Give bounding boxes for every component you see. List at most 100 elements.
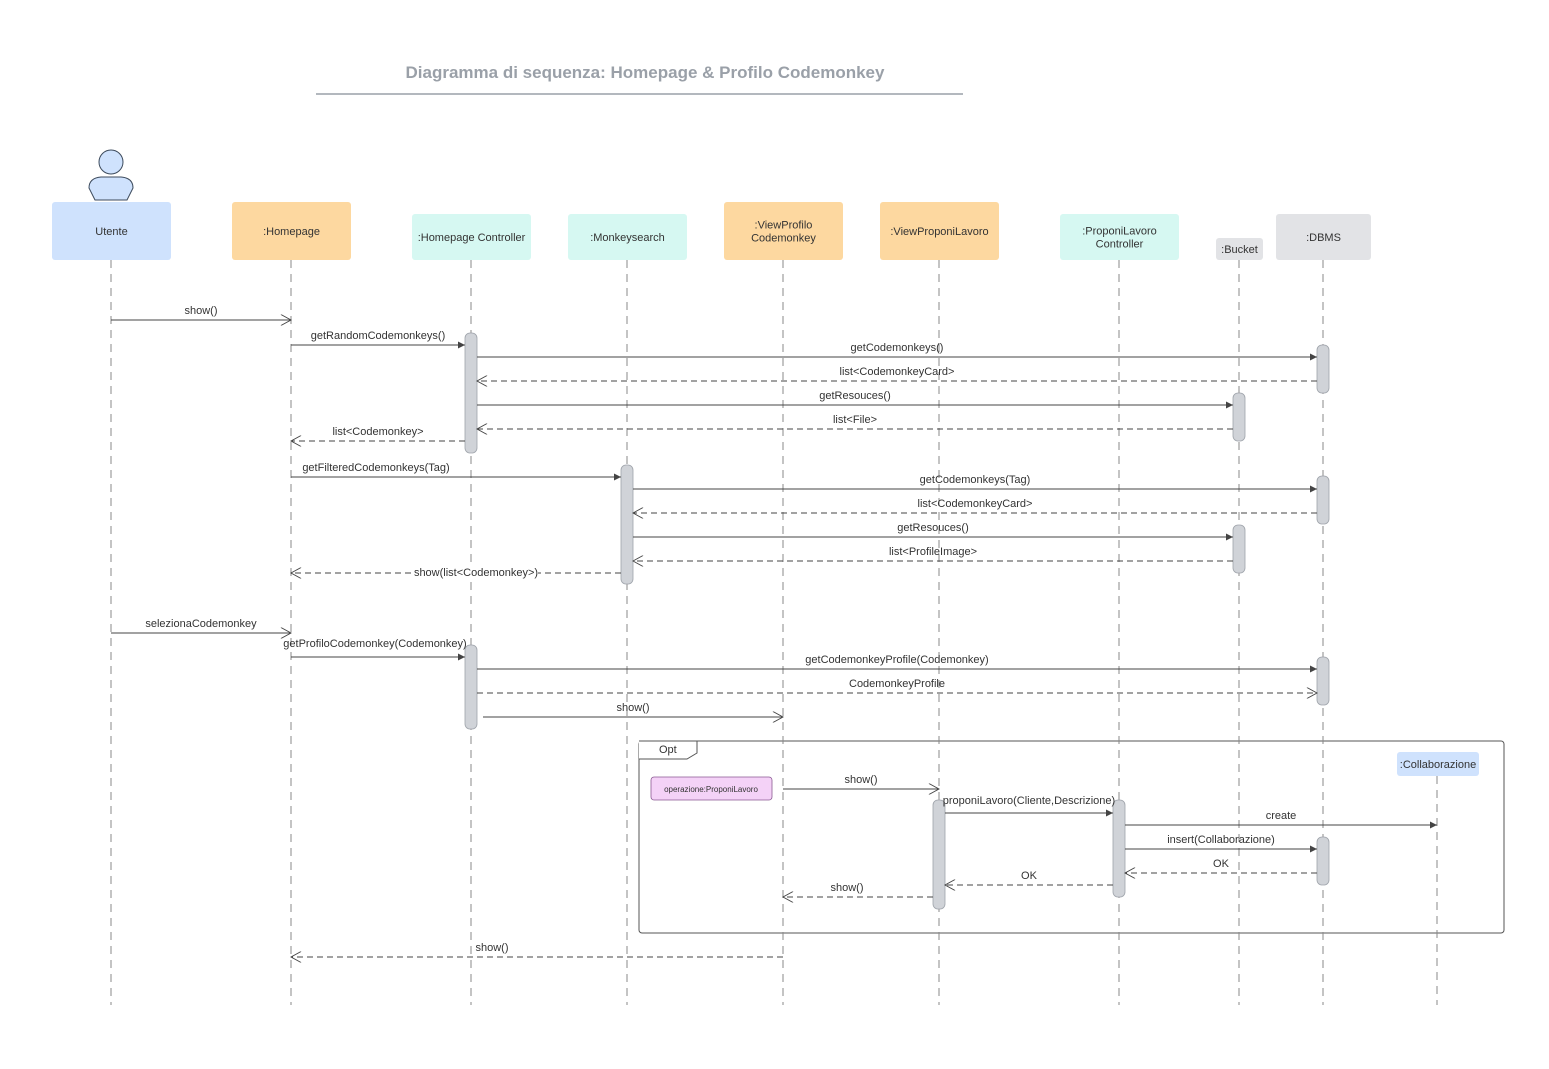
- participant-label: :Bucket: [1221, 244, 1258, 256]
- opt-operator-tab: [639, 740, 698, 760]
- message-arrow: list<CodemonkeyCard>: [633, 498, 1317, 513]
- participant-monkeysearch: :Monkeysearch: [568, 214, 687, 260]
- message-arrow: show(): [291, 942, 783, 957]
- message-label: show(list<Codemonkey>): [414, 567, 538, 579]
- participant-label: Controller: [1096, 239, 1144, 251]
- diagram-title: Diagramma di sequenza: Homepage & Profil…: [406, 63, 885, 82]
- participant-box: [568, 214, 687, 260]
- activation-bar: [1316, 475, 1330, 525]
- participant-homepage-controller: :Homepage Controller: [412, 214, 531, 260]
- message-label: getCodemonkeyProfile(Codemonkey): [805, 654, 988, 666]
- message-arrow: show(): [783, 882, 933, 897]
- message-arrow: getCodemonkeys(Tag): [633, 474, 1317, 493]
- message-arrow: OK: [945, 870, 1113, 885]
- message-label: list<Codemonkey>: [332, 426, 423, 438]
- activation-bar: [1316, 836, 1330, 886]
- participant-dbms: :DBMS: [1276, 214, 1371, 260]
- activation-bar: [932, 799, 946, 910]
- participant-label: :Monkeysearch: [590, 232, 665, 244]
- participant-label: :DBMS: [1306, 232, 1341, 244]
- message-arrow: list<ProfileImage>: [633, 546, 1233, 561]
- activation-bar: [464, 644, 478, 730]
- message-label: getCodemonkeys(): [851, 342, 944, 354]
- participant-homepage: :Homepage: [232, 202, 351, 260]
- message-label: getRandomCodemonkeys(): [311, 330, 446, 342]
- message-label: proponiLavoro(Cliente,Descrizione): [943, 795, 1115, 807]
- message-arrow: show(): [483, 702, 783, 717]
- message-arrow: OK: [1125, 858, 1317, 873]
- message-label: show(): [830, 882, 863, 894]
- activation-bar: [620, 464, 634, 585]
- participant-label: Codemonkey: [751, 233, 816, 245]
- message-label: selezionaCodemonkey: [145, 618, 257, 630]
- message-arrow: insert(Collaborazione): [1125, 834, 1317, 853]
- message-label: getResouces(): [897, 522, 969, 534]
- message-label: getCodemonkeys(Tag): [920, 474, 1031, 486]
- message-label: show(): [616, 702, 649, 714]
- message-arrow: list<CodemonkeyCard>: [477, 366, 1317, 381]
- activation-bar: [1232, 524, 1246, 574]
- message-label: OK: [1213, 858, 1230, 870]
- message-arrow: getResouces(): [477, 390, 1233, 409]
- participant-label: :Collaborazione: [1400, 759, 1476, 771]
- message-arrow: list<File>: [477, 414, 1233, 429]
- participant-collaborazione: :Collaborazione: [1397, 752, 1479, 776]
- participant-label: :ViewProfilo: [755, 220, 813, 232]
- message-label: list<ProfileImage>: [889, 546, 977, 558]
- participant-box: [1276, 214, 1371, 260]
- message-arrow: getRandomCodemonkeys(): [291, 330, 465, 349]
- participant-box: [880, 202, 999, 260]
- participant-box: [724, 202, 843, 260]
- message-label: list<CodemonkeyCard>: [918, 498, 1033, 510]
- participant-box: [1060, 214, 1179, 260]
- activation-bar: [1316, 656, 1330, 706]
- message-arrow: getCodemonkeys(): [477, 342, 1317, 361]
- message-label: CodemonkeyProfile: [849, 678, 945, 690]
- message-arrow: show(): [111, 305, 291, 320]
- participant-box: [1397, 752, 1479, 776]
- activation-bar: [1316, 344, 1330, 394]
- message-label: OK: [1021, 870, 1038, 882]
- user-icon: [88, 149, 134, 201]
- message-arrow: CodemonkeyProfile: [477, 678, 1317, 693]
- operation-note: operazione:ProponiLavoro: [664, 785, 758, 794]
- activation-bar: [1232, 392, 1246, 442]
- message-label: list<CodemonkeyCard>: [840, 366, 955, 378]
- participant-box: [52, 202, 171, 260]
- message-arrow: getFilteredCodemonkeys(Tag): [291, 462, 621, 481]
- message-arrow: show(): [783, 774, 939, 789]
- message-label: insert(Collaborazione): [1167, 834, 1275, 846]
- participant-label: :Homepage: [263, 226, 320, 238]
- message-label: getProfiloCodemonkey(Codemonkey): [283, 638, 466, 650]
- message-label: show(): [475, 942, 508, 954]
- message-arrow: proponiLavoro(Cliente,Descrizione): [943, 795, 1115, 817]
- participant-utente: Utente: [52, 149, 171, 260]
- participant-label: :Homepage Controller: [418, 232, 526, 244]
- message-label: show(): [844, 774, 877, 786]
- participant-label: Utente: [95, 226, 127, 238]
- message-label: getFilteredCodemonkeys(Tag): [302, 462, 449, 474]
- opt-frame: [638, 740, 1505, 934]
- participant-box: [232, 202, 351, 260]
- opt-fragment: Opt operazione:ProponiLavoro: [638, 740, 1505, 934]
- opt-operator-label: Opt: [659, 744, 677, 756]
- operation-note-box: [650, 776, 773, 801]
- message-arrow: show(list<Codemonkey>): [291, 566, 621, 579]
- activation-bar: [464, 332, 478, 454]
- message-arrow: list<Codemonkey>: [291, 426, 465, 441]
- message-arrow: create: [1125, 810, 1437, 829]
- participant-label: :ProponiLavoro: [1082, 226, 1157, 238]
- participant-bucket: :Bucket: [1216, 238, 1263, 260]
- message-arrow: getProfiloCodemonkey(Codemonkey): [283, 638, 467, 661]
- message-label: getResouces(): [819, 390, 891, 402]
- message-label: show(): [184, 305, 217, 317]
- participant-viewproponilavoro: :ViewProponiLavoro: [880, 202, 999, 260]
- message-arrow: getCodemonkeyProfile(Codemonkey): [477, 654, 1317, 673]
- message-arrow: getResouces(): [633, 522, 1233, 541]
- message-arrow: selezionaCodemonkey: [111, 618, 291, 633]
- participant-label: :ViewProponiLavoro: [890, 226, 988, 238]
- participant-box: [1216, 238, 1263, 260]
